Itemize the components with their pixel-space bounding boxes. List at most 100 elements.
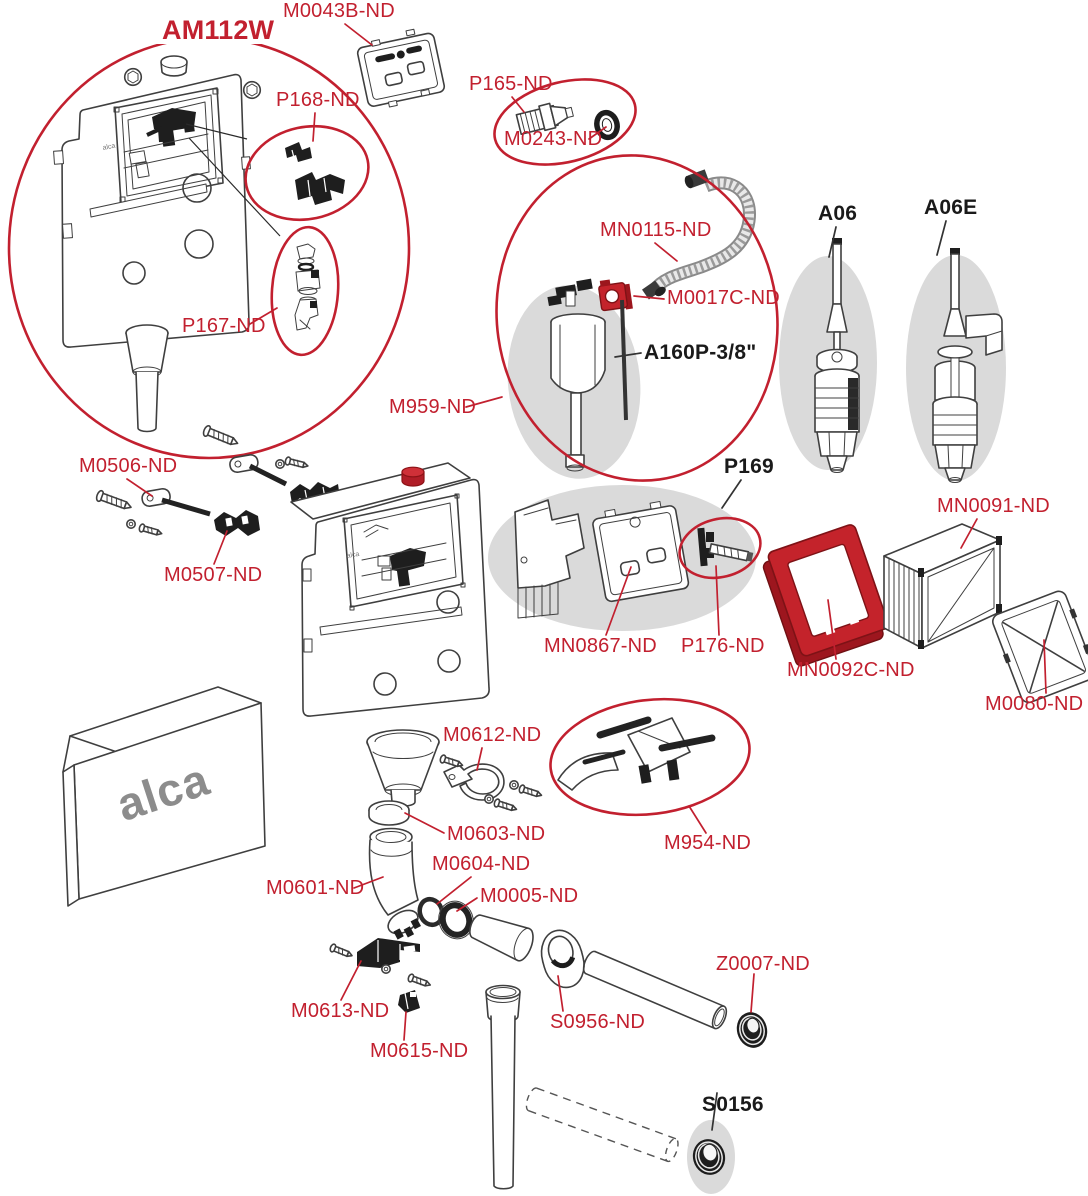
- leader-m0615: [403, 1011, 407, 1041]
- part-label-a160p: A160P-3/8": [644, 341, 757, 364]
- pointer-to-p167: [188, 137, 281, 237]
- part-label-m0506: M0506-ND: [79, 455, 178, 477]
- leader-m959: [465, 396, 503, 408]
- detail-group-p165: [493, 78, 637, 166]
- clip-m0615: [398, 990, 420, 1013]
- leader-mn0867: [605, 566, 632, 636]
- clip-m0017c: [598, 279, 633, 312]
- protection-box-alca: alca: [62, 686, 266, 907]
- leader-mn0091: [960, 518, 978, 549]
- pointer-to-p168: [185, 123, 248, 140]
- part-label-z0007: Z0007-ND: [716, 953, 810, 975]
- leader-m0613: [340, 960, 362, 1001]
- part-label-mn0867: MN0867-ND: [544, 635, 657, 657]
- leader-m0604: [436, 876, 472, 905]
- seal-z0007: [736, 1012, 768, 1048]
- bracket-m0613: [328, 938, 433, 990]
- part-label-p167: P167-ND: [182, 315, 266, 337]
- leader-m0506: [126, 478, 153, 497]
- leader-m954: [688, 805, 707, 834]
- leader-z0007: [750, 973, 755, 1013]
- tank1-brand-stamp: alca: [102, 143, 116, 152]
- detail-group-fill-valve: [495, 154, 779, 482]
- part-label-m0507: M0507-ND: [164, 564, 263, 586]
- leader-s0956: [557, 975, 564, 1012]
- part-label-s0156: S0156: [702, 1093, 764, 1116]
- part-label-m0017c: M0017C-ND: [667, 287, 780, 309]
- part-label-m0603: M0603-ND: [447, 823, 546, 845]
- dashed-pipe: [525, 1087, 679, 1163]
- seal-ring-m0243: [594, 109, 620, 141]
- seal-s0156: [687, 1120, 735, 1194]
- valve-a06e: [906, 248, 1006, 483]
- leader-a06e: [936, 220, 947, 256]
- flange-s0956: [540, 929, 585, 989]
- leader-mn0092c: [827, 599, 837, 660]
- valve-a06: [779, 238, 877, 473]
- part-label-m0243: M0243-ND: [504, 128, 603, 150]
- part-label-m0601: M0601-ND: [266, 877, 365, 899]
- ring-m0603: [368, 800, 410, 826]
- part-label-m0615: M0615-ND: [370, 1040, 469, 1062]
- pipe-plug: [469, 914, 534, 962]
- detail-group-p168: [244, 124, 370, 222]
- plate-m0043b: [356, 28, 446, 108]
- cistern-tank-2: alca: [290, 462, 490, 807]
- fill-valve-a160p: [547, 278, 628, 472]
- mounting-set-m0506-m0507: [94, 423, 340, 539]
- part-label-p176: P176-ND: [681, 635, 765, 657]
- leader-m0601: [353, 876, 384, 889]
- leader-a06: [828, 226, 837, 258]
- leader-m0507: [213, 530, 228, 565]
- flush-bracket-m954: [549, 697, 751, 817]
- tank2-red-cap: [401, 466, 425, 487]
- tank2-brand-stamp: alca: [346, 551, 360, 560]
- leader-s0156: [711, 1092, 718, 1131]
- leader-p176: [715, 565, 720, 636]
- leader-m0017c: [633, 295, 665, 300]
- leader-m0080: [1043, 639, 1047, 694]
- elbow-m0601: [368, 827, 421, 940]
- leader-p168: [312, 112, 316, 142]
- part-panel: [592, 500, 690, 603]
- box-mn0091: [883, 523, 1002, 649]
- part-label-m0080: M0080-ND: [985, 693, 1084, 715]
- part-label-mn0115: MN0115-ND: [600, 219, 712, 241]
- cover-m0080: [991, 590, 1088, 704]
- leader-m0603: [404, 812, 445, 834]
- part-label-p168: P168-ND: [276, 89, 360, 111]
- leader-m0612: [476, 747, 483, 771]
- leader-m0005: [456, 897, 478, 912]
- outlet-parts: [368, 800, 768, 1048]
- part-label-a06e: A06E: [924, 196, 978, 219]
- leader-a160p: [614, 352, 642, 358]
- part-label-mn0092c: MN0092C-ND: [787, 659, 915, 681]
- vertical-pipe: [485, 984, 521, 1190]
- leader-mn0115: [654, 242, 678, 262]
- detail-group-p167: [270, 225, 340, 357]
- part-label-m0613: M0613-ND: [291, 1000, 390, 1022]
- leader-m0243: [588, 126, 607, 140]
- part-label-m0005: M0005-ND: [480, 885, 579, 907]
- part-label-s0956: S0956-ND: [550, 1011, 645, 1033]
- leader-p169: [721, 479, 742, 509]
- frame-mn0092c: [762, 524, 889, 667]
- leader-p165: [511, 96, 525, 113]
- part-label-m959: M959-ND: [389, 396, 476, 418]
- ring-m0005: [438, 900, 474, 940]
- detail-group-p176: [678, 516, 762, 580]
- part-label-a06: A06: [818, 202, 858, 225]
- leader-p167: [249, 307, 278, 325]
- part-label-m954: M954-ND: [664, 832, 751, 854]
- part-label-p165: P165-ND: [469, 73, 553, 95]
- leader-m0043b: [344, 23, 373, 46]
- assembly-label-am112w: AM112W: [154, 16, 283, 44]
- clamp-m0612: [438, 753, 544, 814]
- part-label-m0612: M0612-ND: [443, 724, 542, 746]
- part-label-mn0091: MN0091-ND: [937, 495, 1050, 517]
- part-label-p169: P169: [724, 455, 774, 478]
- flush-pipe: [582, 950, 728, 1030]
- cistern-tank-1: alca: [53, 55, 262, 433]
